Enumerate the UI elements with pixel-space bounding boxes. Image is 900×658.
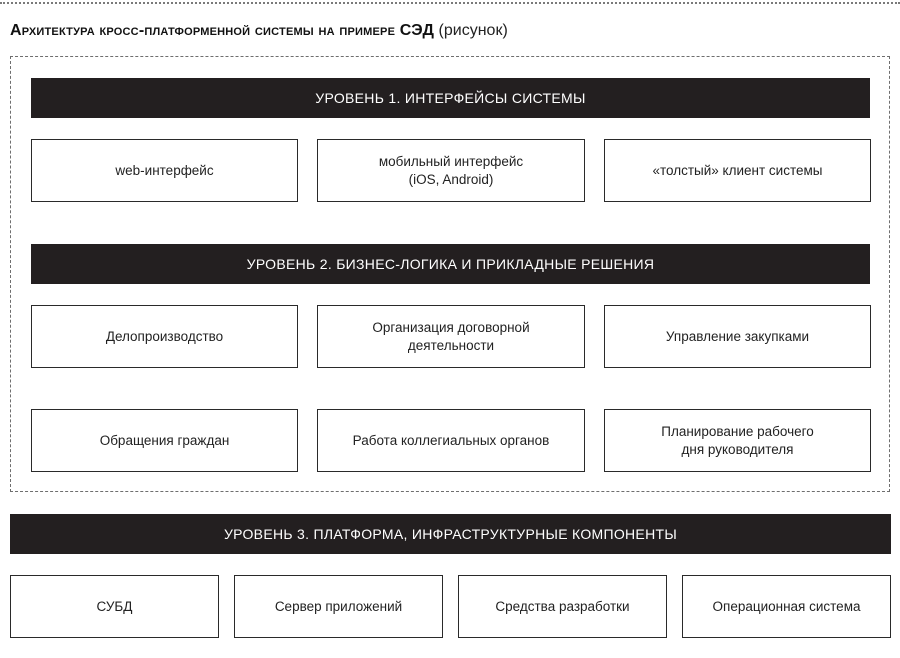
level-2-box-collegial-bodies: Работа коллегиальных органов <box>317 409 585 472</box>
level-3-label: УРОВЕНЬ 3. ПЛАТФОРМА, ИНФРАСТРУКТУРНЫЕ К… <box>223 526 678 542</box>
level-3-box-dev-tools: Средства разработки <box>458 575 667 638</box>
level-1-box-label: web-интерфейс <box>115 162 214 178</box>
level-1-box-label: «толстый» клиент системы <box>652 162 823 178</box>
level-3-box-label: Сервер приложений <box>274 598 403 614</box>
level-1-bar: УРОВЕНЬ 1. ИНТЕРФЕЙСЫ СИСТЕМЫ <box>31 78 870 118</box>
level-3-box-dbms: СУБД <box>10 575 219 638</box>
level-2-bar: УРОВЕНЬ 2. БИЗНЕС-ЛОГИКА И ПРИКЛАДНЫЕ РЕ… <box>31 244 870 284</box>
level-2-box-procurement: Управление закупками <box>604 305 871 368</box>
level-1-label: УРОВЕНЬ 1. ИНТЕРФЕЙСЫ СИСТЕМЫ <box>315 90 586 106</box>
level-3-box-label: Средства разработки <box>495 598 630 614</box>
level-2-box-label: Управление закупками <box>665 328 810 344</box>
level-3-box-label: СУБД <box>96 598 133 614</box>
level-2-box-label: Работа коллегиальных органов <box>352 432 550 448</box>
level-2-label: УРОВЕНЬ 2. БИЗНЕС-ЛОГИКА И ПРИКЛАДНЫЕ РЕ… <box>246 256 655 272</box>
figure-title-suffix: (рисунок) <box>438 22 508 39</box>
top-dotted-rule <box>0 2 900 4</box>
application-layers-frame <box>10 56 890 492</box>
level-1-box-web: web-интерфейс <box>31 139 298 202</box>
figure-title-main: Архитектура кросс-платформенной системы … <box>10 22 435 39</box>
level-3-bar: УРОВЕНЬ 3. ПЛАТФОРМА, ИНФРАСТРУКТУРНЫЕ К… <box>10 514 891 554</box>
level-2-box-label: Планирование рабочего дня руководителя <box>661 423 814 457</box>
level-2-box-contracts: Организация договорной деятельности <box>317 305 585 368</box>
level-3-box-app-server: Сервер приложений <box>234 575 443 638</box>
level-2-box-label: Организация договорной деятельности <box>372 319 530 353</box>
level-2-box-records: Делопроизводство <box>31 305 298 368</box>
level-2-box-manager-planning: Планирование рабочего дня руководителя <box>604 409 871 472</box>
figure-title: Архитектура кросс-платформенной системы … <box>10 20 890 42</box>
level-2-box-label: Обращения граждан <box>99 432 230 448</box>
level-3-box-label: Операционная система <box>712 598 861 614</box>
level-2-box-citizen-requests: Обращения граждан <box>31 409 298 472</box>
level-1-box-label: мобильный интерфейс (iOS, Android) <box>378 153 524 187</box>
level-1-box-mobile: мобильный интерфейс (iOS, Android) <box>317 139 585 202</box>
level-1-box-thick-client: «толстый» клиент системы <box>604 139 871 202</box>
level-2-box-label: Делопроизводство <box>105 328 224 344</box>
level-3-box-os: Операционная система <box>682 575 891 638</box>
